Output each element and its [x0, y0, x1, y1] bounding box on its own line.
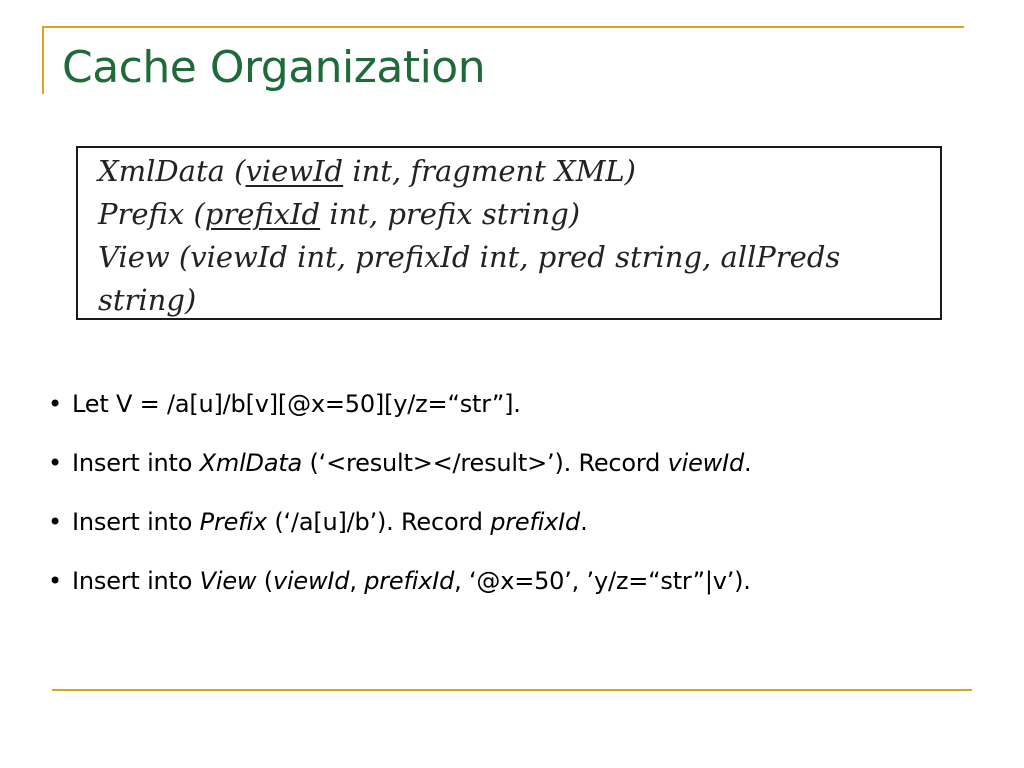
- bullet-marker: •: [48, 567, 62, 595]
- accent-top-line: [42, 26, 964, 28]
- field-name: prefixId: [364, 567, 455, 595]
- schema-line-xmldata: XmlData (viewId int, fragment XML): [98, 154, 636, 188]
- field-name: viewId: [272, 567, 350, 595]
- accent-bottom-line: [52, 689, 972, 691]
- bullet-marker: •: [48, 449, 62, 477]
- accent-vertical-line: [42, 26, 44, 94]
- field-name: prefixId: [490, 508, 581, 536]
- bullet-item-insert-view: •Insert into View (viewId, prefixId, ‘@x…: [48, 561, 988, 601]
- table-name: Prefix: [199, 508, 267, 536]
- bullet-list: • Let V = /a[u]/b[v][@x=50][y/z=“str”]. •…: [48, 384, 988, 620]
- bullet-item-define-view: • Let V = /a[u]/b[v][@x=50][y/z=“str”].: [48, 384, 988, 424]
- schema-table-name: Prefix: [98, 197, 185, 231]
- bullet-item-insert-prefix: •Insert into Prefix (‘/a[u]/b’). Record …: [48, 502, 988, 542]
- schema-line-view-continued: string): [98, 283, 197, 317]
- bullet-text: Let V = /a[u]/b[v][@x=50][y/z=“str”].: [72, 390, 521, 418]
- slide-title: Cache Organization: [62, 42, 486, 93]
- schema-line-view: View (viewId int, prefixId int, pred str…: [98, 240, 841, 274]
- field-name: viewId: [667, 449, 745, 477]
- schema-primary-key: viewId: [245, 154, 344, 188]
- bullet-item-insert-xmldata: •Insert into XmlData (‘<result></result>…: [48, 443, 988, 483]
- table-name: XmlData: [199, 449, 303, 477]
- schema-primary-key: prefixId: [204, 197, 321, 231]
- bullet-marker: •: [48, 508, 62, 536]
- table-name: View: [199, 567, 257, 595]
- schema-definition-box: XmlData (viewId int, fragment XML) Prefi…: [76, 146, 942, 320]
- schema-table-name: XmlData: [98, 154, 225, 188]
- schema-line-prefix: Prefix (prefixId int, prefix string): [98, 197, 581, 231]
- bullet-marker: •: [48, 390, 62, 418]
